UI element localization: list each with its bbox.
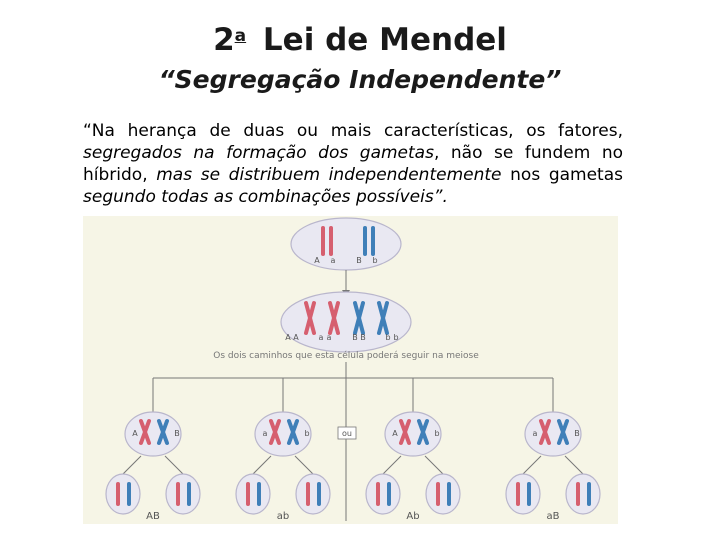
branch-line	[164, 455, 184, 475]
chromosome	[329, 226, 333, 256]
chromosome	[176, 482, 180, 506]
diagram-caption: Os dois caminhos que esta célula poderá …	[213, 350, 479, 361]
allele-label: B	[356, 256, 362, 265]
allele-label: a	[327, 333, 332, 342]
duplicated-cell	[280, 291, 412, 353]
quote-part-1: “Na herança de duas ou mais característi…	[83, 121, 623, 141]
allele-label: b	[385, 333, 390, 342]
title-text: Lei de Mendel	[262, 22, 507, 58]
allele-label: b	[434, 429, 439, 438]
chromosome	[139, 419, 151, 445]
gamete-cell	[505, 473, 541, 515]
allele-label: a	[263, 429, 268, 438]
gamete-cell	[565, 473, 601, 515]
gamete-cell	[425, 473, 461, 515]
allele-label: A	[285, 333, 291, 342]
title-number: 2	[213, 22, 235, 58]
quote-part-2: segregados na formação dos gametas	[83, 143, 434, 163]
gamete-genotype-label: aB	[547, 511, 560, 522]
allele-label: A	[314, 256, 320, 265]
definition-quote: “Na herança de duas ou mais característi…	[83, 120, 623, 208]
chromosome	[447, 482, 451, 506]
chromosome	[387, 482, 391, 506]
chromosome	[539, 419, 551, 445]
chromosome	[306, 482, 310, 506]
chromosome	[371, 226, 375, 256]
chromosome	[127, 482, 131, 506]
gamete-cell	[165, 473, 201, 515]
chromosome	[321, 226, 325, 256]
branch-line	[564, 455, 584, 475]
branch-line	[424, 455, 444, 475]
allele-label: b	[393, 333, 398, 342]
gamete-genotype-label: ab	[277, 511, 289, 522]
chromosome	[157, 419, 169, 445]
chromosome	[328, 301, 340, 335]
branch-line	[294, 455, 314, 475]
chromosome	[246, 482, 250, 506]
branch-line	[382, 455, 402, 475]
allele-label: a	[319, 333, 324, 342]
allele-label: A	[392, 429, 398, 438]
chromosome	[436, 482, 440, 506]
chromosome	[187, 482, 191, 506]
slide-subtitle: “Segregação Independente”	[158, 65, 562, 94]
branch-lines	[152, 362, 554, 521]
chromosome	[269, 419, 281, 445]
allele-label: B	[352, 333, 358, 342]
allele-label: a	[331, 256, 336, 265]
allele-label: A	[293, 333, 299, 342]
gamete-cell	[105, 473, 141, 515]
gamete-genotype-label: Ab	[406, 511, 419, 522]
slide-title: 2a Lei de Mendel	[0, 22, 720, 58]
chromosome	[527, 482, 531, 506]
chromosome	[363, 226, 367, 256]
gamete-cell	[295, 473, 331, 515]
quote-part-3: , não se fundem no híbrido,	[83, 143, 623, 185]
parent-cell	[290, 217, 402, 271]
chromosome	[257, 482, 261, 506]
allele-label: B	[174, 429, 180, 438]
allele-label: b	[372, 256, 377, 265]
gamete-cell	[235, 473, 271, 515]
separator-box	[337, 426, 357, 440]
allele-label: B	[574, 429, 580, 438]
chromosome	[557, 419, 569, 445]
chromosome	[353, 301, 365, 335]
chromosome	[304, 301, 316, 335]
allele-label: b	[304, 429, 309, 438]
chromosome	[377, 301, 389, 335]
quote-part-6: segundo todas as combinações possíveis”.	[83, 187, 448, 207]
allele-label: B	[360, 333, 366, 342]
quote-part-5: nos gametas	[501, 165, 623, 185]
chromosome	[576, 482, 580, 506]
chromosome	[516, 482, 520, 506]
quote-part-4: mas se distribuem independentemente	[156, 165, 502, 185]
gamete-genotype-label: AB	[146, 511, 160, 522]
separator-label: ou	[342, 429, 352, 438]
chromosome	[376, 482, 380, 506]
chromosome	[399, 419, 411, 445]
chromosome	[587, 482, 591, 506]
branch-line	[522, 455, 542, 475]
branch-line	[252, 455, 272, 475]
chromosome	[287, 419, 299, 445]
allele-label: A	[132, 429, 138, 438]
chromosome	[417, 419, 429, 445]
allele-label: a	[533, 429, 538, 438]
chromosome	[317, 482, 321, 506]
gamete-cell	[365, 473, 401, 515]
chromosome	[116, 482, 120, 506]
title-ordinal: a	[234, 26, 247, 46]
branch-line	[122, 455, 142, 475]
